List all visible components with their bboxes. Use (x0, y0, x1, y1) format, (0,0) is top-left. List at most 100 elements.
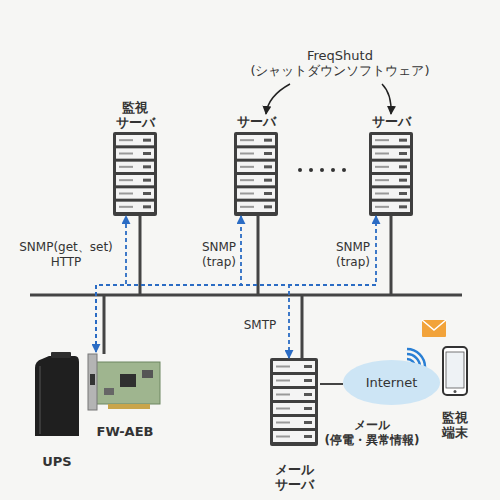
rack-slot (375, 153, 389, 155)
card-connector (108, 404, 150, 409)
text-line: 端末 (414, 425, 496, 440)
rack-slot (119, 166, 133, 168)
card-port (90, 374, 95, 385)
rack-slot (375, 206, 389, 208)
rack-slot (240, 179, 254, 181)
card-chip (120, 374, 136, 387)
server: サーバ (367, 114, 415, 216)
rack-unit (273, 403, 315, 414)
text-line: 監視 (90, 100, 180, 115)
phone-body (443, 347, 467, 395)
rack-slot (143, 205, 151, 208)
drop-wire (257, 216, 260, 295)
rack-slot (264, 179, 272, 182)
rack-slot (143, 179, 151, 182)
rack-unit (273, 431, 315, 442)
ups-unit-text: UPS (8, 454, 106, 469)
rack-slot (264, 205, 272, 208)
rack-slot (143, 152, 151, 155)
rack-unit (116, 162, 154, 172)
rack-slot (276, 380, 290, 382)
text-line: SNMP (326, 240, 380, 255)
monitor-server: 監視 サーバ (110, 100, 160, 216)
rack-slot (399, 192, 407, 195)
rack-slot (143, 139, 151, 142)
server-shape (369, 132, 413, 216)
monitor-server-text: 監視 サーバ (90, 100, 180, 130)
rack-unit (116, 175, 154, 185)
rack-slot (304, 393, 312, 396)
dashed-protocol-arrow (96, 216, 241, 352)
internet-cloud-text: Internet (323, 375, 460, 390)
connector-line (382, 84, 391, 114)
rack-unit (273, 389, 315, 400)
rack-unit (237, 202, 275, 212)
ups-body (35, 356, 79, 436)
rack-slot (264, 165, 272, 168)
text-line: HTTP (8, 255, 124, 270)
server: サーバ (232, 114, 280, 216)
card-bracket (88, 354, 97, 410)
phone-button (454, 390, 457, 393)
rack-slot (276, 366, 290, 368)
network-bus (30, 294, 462, 297)
rack-unit (273, 417, 315, 428)
text-line: FW-AEB (66, 424, 184, 439)
rack-slot (304, 421, 312, 424)
rack-unit (237, 162, 275, 172)
rack-slot (399, 139, 407, 142)
rack-frame (113, 132, 157, 216)
text-line: (trap) (326, 255, 380, 270)
text-line: UPS (8, 454, 106, 469)
ups-unit-shape (31, 352, 83, 436)
rack-slot (375, 193, 389, 195)
rack-unit (116, 188, 154, 198)
rack-unit (116, 202, 154, 212)
server-text: サーバ (347, 114, 435, 129)
rack-unit (372, 148, 410, 158)
connector-line (320, 383, 343, 385)
ellipsis-dot (298, 168, 302, 172)
drop-wire (103, 295, 106, 354)
text-line: サーバ (248, 477, 340, 492)
text-line: メール (312, 418, 432, 433)
rack-unit (116, 148, 154, 158)
ellipsis-dot (342, 168, 346, 172)
text-line: SNMP (192, 240, 246, 255)
card-pcb (96, 362, 160, 404)
internet-cloud: Internet (343, 360, 440, 405)
connector-line (266, 84, 290, 114)
rack-slot (399, 165, 407, 168)
rack-slot (143, 192, 151, 195)
rack-slot (399, 152, 407, 155)
drop-wire (301, 295, 304, 358)
note-label: メール (停電・異常情報) (312, 418, 432, 448)
rack-slot (375, 179, 389, 181)
text-line: 監視 (414, 410, 496, 425)
rack-slot (276, 436, 290, 438)
rack-slot (399, 179, 407, 182)
mail-server-text: メール サーバ (248, 462, 340, 492)
rack-slot (264, 152, 272, 155)
text-line: サーバ (347, 114, 435, 129)
rack-slot (375, 166, 389, 168)
rack-unit (273, 375, 315, 386)
rack-slot (264, 192, 272, 195)
rack-unit (237, 135, 275, 145)
rack-unit (237, 148, 275, 158)
ellipsis-dot (320, 168, 324, 172)
ups-edge (39, 366, 41, 434)
text-line: FreqShutd (230, 48, 450, 63)
network-card-shape (88, 354, 162, 410)
monitor-terminal-shape (442, 346, 468, 396)
rack-unit (372, 175, 410, 185)
rack-unit (273, 361, 315, 372)
rack-frame (270, 358, 318, 446)
text-line: Internet (323, 375, 460, 390)
mail-server-shape (270, 358, 318, 446)
rack-slot (264, 139, 272, 142)
rack-slot (276, 408, 290, 410)
ellipsis-dot (331, 168, 335, 172)
phone-screen (446, 352, 464, 388)
ups-cap (51, 352, 71, 358)
